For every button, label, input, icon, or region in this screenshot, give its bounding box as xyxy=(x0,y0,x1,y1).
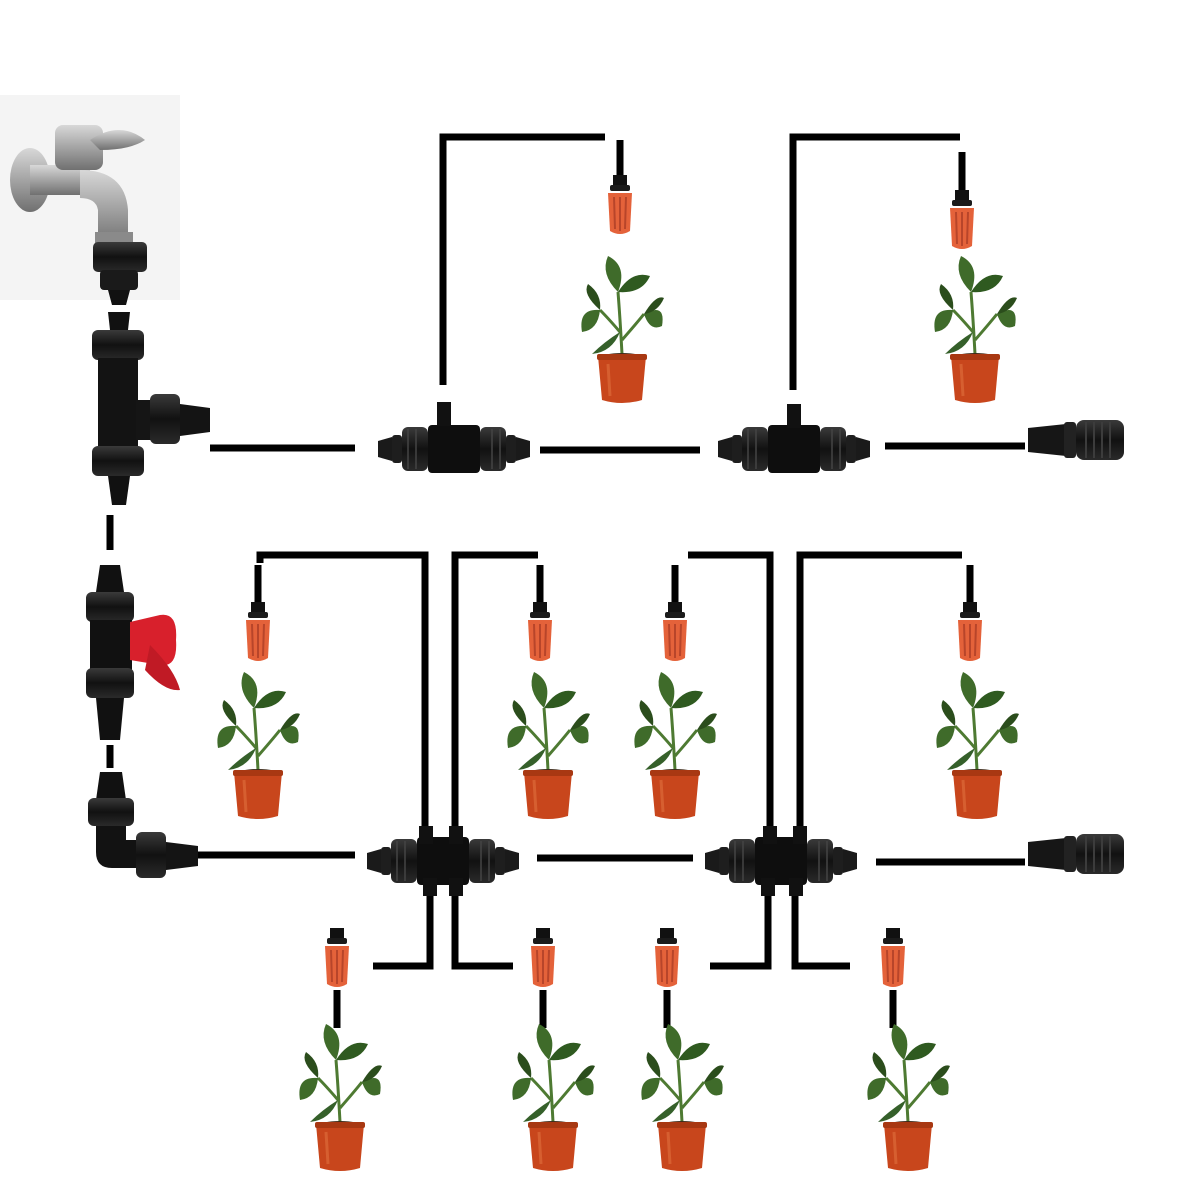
tee-fitting-icon xyxy=(92,312,210,505)
pipe-branch xyxy=(796,551,962,830)
potted-plant-icon xyxy=(932,254,1019,405)
dripper-icon xyxy=(662,601,688,662)
connector-outlet xyxy=(437,402,451,426)
dripper-icon xyxy=(324,927,350,988)
end-plug-icon xyxy=(1027,419,1125,461)
dripper-icon xyxy=(957,601,983,662)
connector-outlet xyxy=(793,826,807,844)
potted-plant-icon xyxy=(297,1022,384,1173)
pipe-branch xyxy=(373,895,434,970)
dripper-icon xyxy=(245,601,271,662)
elbow-fitting-icon xyxy=(88,772,198,878)
dripper-group xyxy=(245,174,983,988)
dripper-icon xyxy=(654,927,680,988)
connector-outlet xyxy=(761,878,775,896)
inline-connector-icon xyxy=(366,836,520,886)
faucet-icon xyxy=(0,95,180,300)
potted-plant-icon xyxy=(865,1022,952,1173)
pipe-branch xyxy=(789,133,960,390)
connector-outlet xyxy=(419,826,433,844)
dripper-icon xyxy=(607,174,633,235)
connector-outlet xyxy=(449,878,463,896)
ball-valve-icon xyxy=(86,565,180,740)
dripper-icon xyxy=(880,927,906,988)
potted-plant-icon xyxy=(632,670,719,821)
pipe-branch xyxy=(451,895,513,970)
plant-group xyxy=(215,254,1021,1173)
connector-outlet xyxy=(449,826,463,844)
connector-outlet xyxy=(789,878,803,896)
potted-plant-icon xyxy=(505,670,592,821)
dripper-icon xyxy=(530,927,556,988)
connector-outlet xyxy=(423,878,437,896)
pipe-branch xyxy=(791,895,850,970)
inline-connector-icon xyxy=(377,424,531,474)
faucet-adapter-icon xyxy=(93,242,147,305)
connector-outlets xyxy=(419,402,807,896)
potted-plant-icon xyxy=(934,670,1021,821)
potted-plant-icon xyxy=(215,670,302,821)
pipe-branch xyxy=(710,895,772,970)
pipe-branch xyxy=(439,133,605,385)
connector-outlet xyxy=(787,404,801,428)
end-plug-icon xyxy=(1027,833,1125,875)
inline-connector-icon xyxy=(704,836,858,886)
pipe-branch xyxy=(451,551,538,832)
dripper-icon xyxy=(949,189,975,250)
potted-plant-icon xyxy=(579,254,666,405)
potted-plant-icon xyxy=(510,1022,597,1173)
pipe-branch xyxy=(688,551,774,830)
pipe-branch xyxy=(256,551,429,832)
inline-connector-icon xyxy=(717,424,871,474)
pipe-network xyxy=(106,133,1025,1028)
dripper-icon xyxy=(527,601,553,662)
potted-plant-icon xyxy=(639,1022,726,1173)
connector-outlet xyxy=(763,826,777,844)
